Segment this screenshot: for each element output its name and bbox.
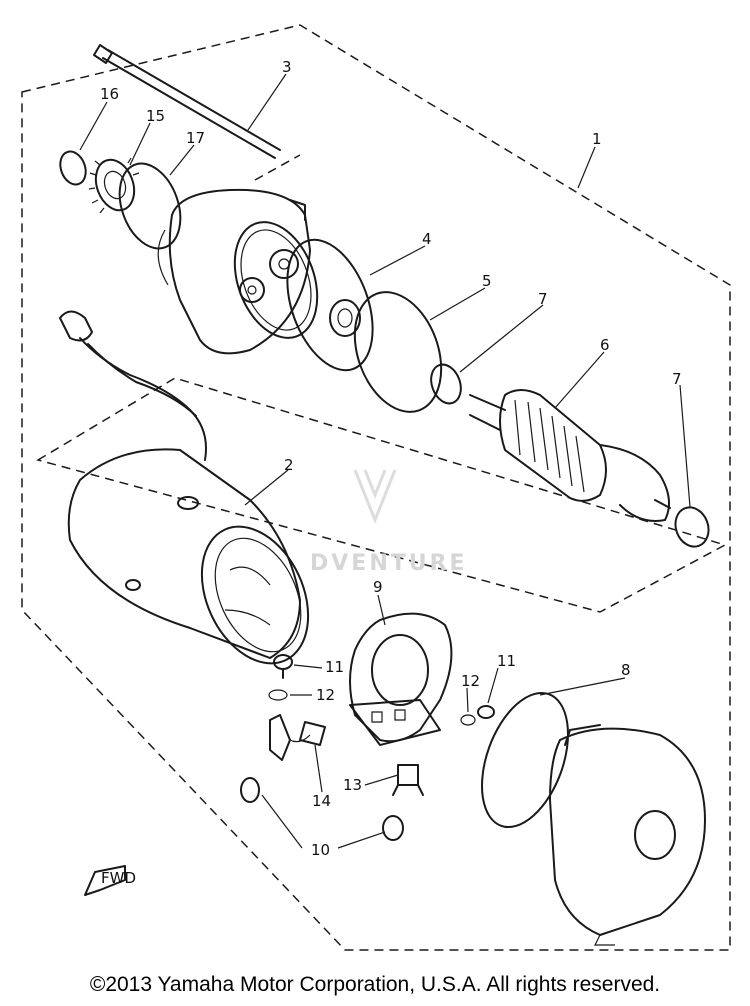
fwd-arrow-icon: FWD [84, 865, 136, 896]
callout-5: 5 [482, 272, 492, 290]
bracket-dash [254, 154, 301, 181]
callout-11b: 11 [497, 652, 516, 670]
pinion-gear [88, 157, 140, 214]
spring-right [382, 815, 404, 841]
spring-left [240, 777, 260, 803]
leader-lines [79, 73, 691, 849]
callout-15: 15 [146, 107, 165, 125]
callout-8: 8 [621, 661, 631, 679]
motor-subassembly-boundary [36, 377, 727, 613]
o-ring-small [118, 162, 182, 250]
callout-2: 2 [284, 456, 294, 474]
through-bolt [93, 44, 281, 159]
brush-holder [269, 714, 326, 761]
exploded-parts-diagram: FWD DVENTURE 1 2 3 4 5 6 7 7 8 9 10 [21, 24, 731, 951]
callout-10: 10 [311, 841, 330, 859]
callout-6: 6 [600, 336, 610, 354]
callout-11a: 11 [325, 658, 344, 676]
callout-13: 13 [343, 776, 362, 794]
callout-12b: 12 [461, 672, 480, 690]
svg-text:DVENTURE: DVENTURE [310, 551, 468, 576]
brush [392, 764, 424, 796]
o-ring-rear [481, 691, 569, 829]
circlip [59, 150, 87, 186]
callout-14: 14 [312, 792, 331, 810]
callout-7a: 7 [538, 290, 548, 308]
lead-wire [59, 310, 207, 461]
plate-washer [286, 238, 374, 372]
svg-text:FWD: FWD [101, 869, 136, 887]
callout-9: 9 [373, 578, 383, 596]
callout-3: 3 [282, 58, 292, 76]
rear-cover [549, 724, 706, 946]
front-cover [157, 188, 319, 355]
o-ring-large [353, 291, 443, 413]
callout-1: 1 [592, 130, 602, 148]
screw-right [460, 705, 495, 726]
callout-17: 17 [186, 129, 205, 147]
washer-front [430, 363, 462, 405]
armature [469, 389, 671, 522]
brush-plate [349, 612, 453, 746]
callout-16: 16 [100, 85, 119, 103]
callout-4: 4 [422, 230, 432, 248]
callout-12a: 12 [316, 686, 335, 704]
yoke [67, 448, 310, 665]
callout-7b: 7 [672, 370, 682, 388]
copyright-notice: ©2013 Yamaha Motor Corporation, U.S.A. A… [89, 973, 661, 996]
washer-rear [674, 506, 710, 548]
screw-left [268, 654, 293, 701]
watermark: DVENTURE [310, 469, 468, 576]
assembly-boundary [21, 24, 731, 951]
